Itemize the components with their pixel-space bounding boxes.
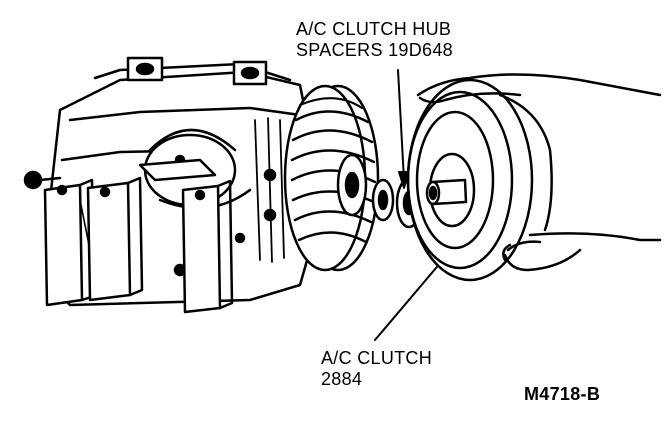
clutch-plate <box>406 78 534 282</box>
hand <box>416 73 662 272</box>
clutch-label-line1: A/C CLUTCH <box>321 348 433 368</box>
figure-code: M4718-B <box>524 384 601 404</box>
clutch-label-line2: 2884 <box>321 369 363 389</box>
pulley <box>283 84 380 272</box>
spacers-label-line1: A/C CLUTCH HUB <box>296 19 452 39</box>
spacers-label-line2: SPACERS 19D648 <box>296 40 453 60</box>
spacers-callout-label: A/C CLUTCH HUB SPACERS 19D648 <box>296 19 453 61</box>
clutch-callout-label: A/C CLUTCH 2884 <box>321 348 432 390</box>
mounting-brackets <box>43 158 234 314</box>
